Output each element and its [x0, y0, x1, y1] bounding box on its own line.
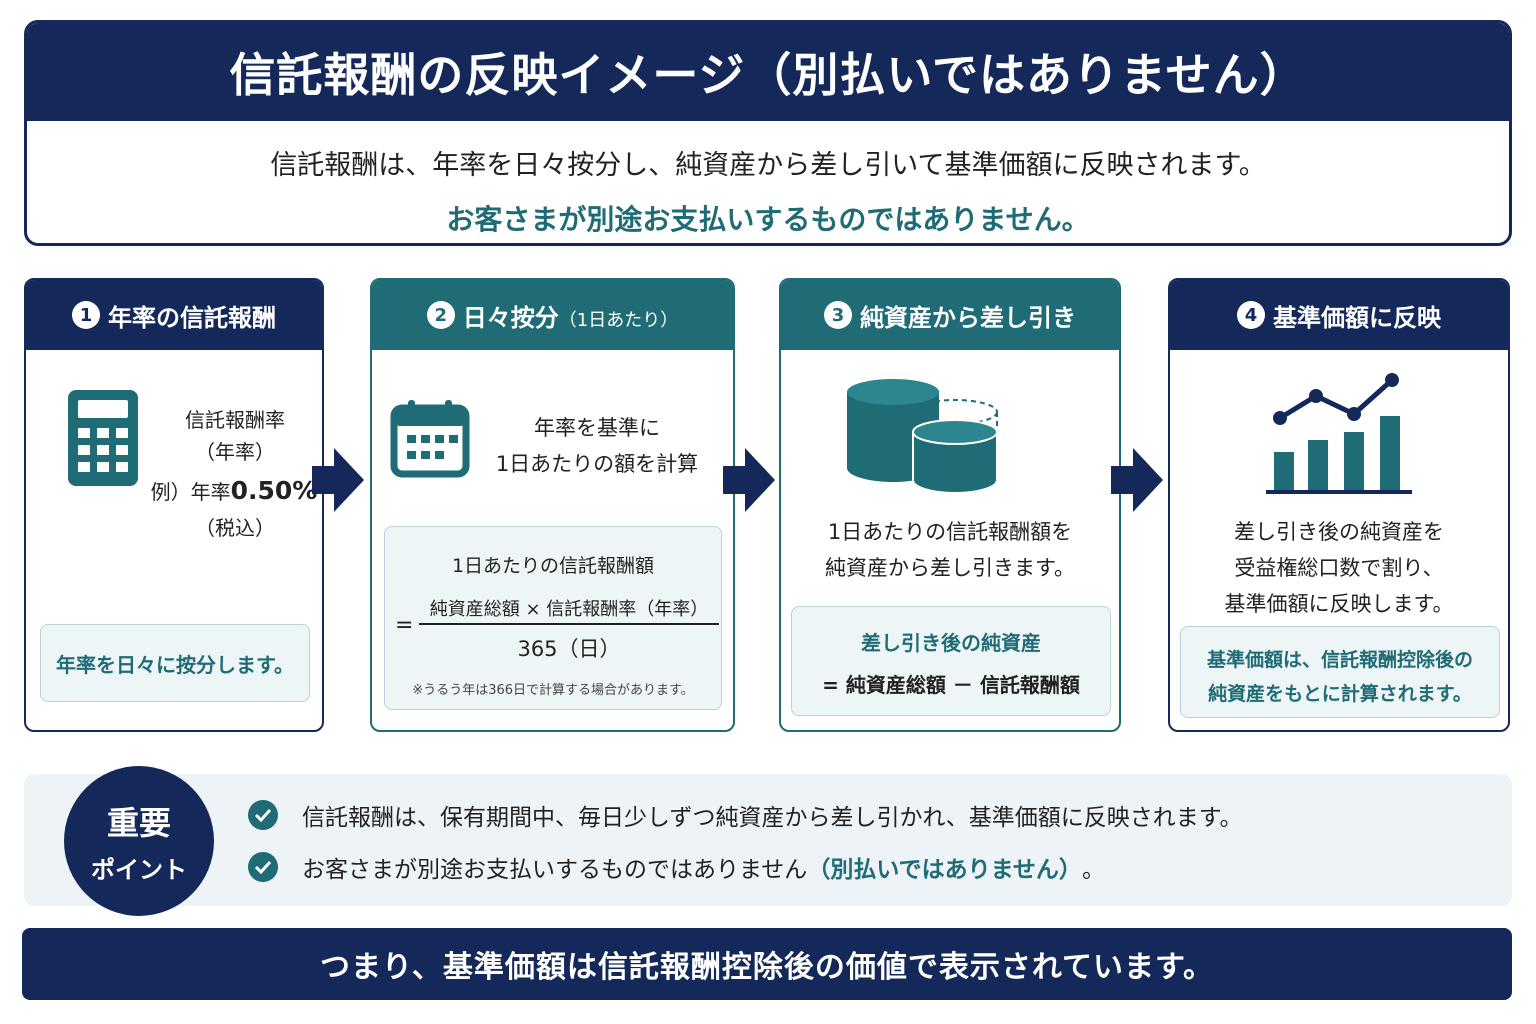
- calculator-icon: [68, 390, 138, 486]
- header-panel: 信託報酬の反映イメージ（別払いではありません） 信託報酬は、年率を日々按分し、純…: [24, 20, 1512, 246]
- key-points-panel: 重要 ポイント 信託報酬は、保有期間中、毎日少しずつ純資産から差し引かれ、基準価…: [24, 766, 1512, 916]
- rate-example-value: 0.50%: [230, 476, 318, 505]
- header-body: 信託報酬は、年率を日々按分し、純資産から差し引いて基準価額に反映されます。 お客…: [27, 121, 1509, 238]
- formula-fraction-line: [419, 623, 719, 625]
- formula-numerator: 純資産総額 × 信託報酬率（年率）: [429, 599, 709, 620]
- step-4-title: 基準価額に反映: [1273, 303, 1441, 332]
- formula-title: 1日あたりの信託報酬額: [451, 555, 655, 577]
- badge-text-2: ポイント: [91, 855, 187, 884]
- formula-denominator: 365（日）: [517, 637, 621, 661]
- formula-footnote: ※うるう年は366日で計算する場合があります。: [412, 683, 694, 698]
- step-2-number: 2: [426, 301, 455, 329]
- step-4-desc-1: 差し引き後の純資産を: [1234, 520, 1444, 544]
- step-2-header: 2 日々按分（1日あたり）: [372, 280, 733, 350]
- point-item-2-text: お客さまが別途お支払いするものではありません: [302, 857, 808, 883]
- step-2-desc-2: 1日あたりの額を計算: [495, 452, 699, 476]
- badge-text-1: 重要: [106, 803, 171, 842]
- step-3-desc-1: 1日あたりの信託報酬額を: [827, 520, 1073, 544]
- calendar-icon: [390, 400, 470, 478]
- rate-tax-note: （税込）: [195, 516, 275, 540]
- rate-example-prefix: 例）年率: [150, 480, 231, 504]
- check-icon: [248, 852, 278, 882]
- arrow-3-icon: [1111, 448, 1163, 512]
- step-1-note: 年率を日々に按分します。: [40, 624, 310, 702]
- step-3-box-title: 差し引き後の純資産: [861, 631, 1041, 655]
- step-4-header: 4 基準価額に反映: [1170, 280, 1508, 350]
- rate-label-annual: （年率）: [195, 440, 275, 464]
- step-2-title: 日々按分（1日あたり）: [463, 298, 678, 333]
- step-3-header: 3 純資産から差し引き: [781, 280, 1119, 350]
- step-4-note-2: 純資産をもとに計算されます。: [1208, 683, 1472, 705]
- point-item-2: お客さまが別途お支払いするものではありません（別払いではありません）。: [248, 850, 1105, 884]
- header-description: 信託報酬は、年率を日々按分し、純資産から差し引いて基準価額に反映されます。: [270, 150, 1266, 181]
- step-2-title-sub: （1日あたり）: [558, 309, 679, 331]
- arrow-2-icon: [723, 448, 775, 512]
- step-1-number: 1: [72, 301, 100, 329]
- point-item-2-end: 。: [1081, 857, 1105, 883]
- step-3-box: 差し引き後の純資産 = 純資産総額 － 信託報酬額: [791, 606, 1111, 716]
- step-3-card: 3 純資産から差し引き 1日あたりの信託報酬額を 純資産から差し引きます。 差し…: [779, 278, 1121, 732]
- key-points-badge: 重要 ポイント: [64, 766, 214, 916]
- step-1-title: 年率の信託報酬: [108, 303, 276, 332]
- step-3-number: 3: [824, 301, 852, 329]
- cylinders-icon: [847, 379, 998, 494]
- step-4-card: 4 基準価額に反映 差し引き後の純資産を 受益権総口数で割り、 基準価額に反映し…: [1168, 278, 1510, 732]
- step-4-number: 4: [1237, 301, 1265, 329]
- rate-example: 例）年率0.50%: [144, 476, 322, 505]
- step-2-title-main: 日々按分: [462, 303, 559, 332]
- header-emphasis: お客さまが別途お支払いするものではありません。: [446, 203, 1090, 236]
- point-item-1-text: 信託報酬は、保有期間中、毎日少しずつ純資産から差し引かれ、基準価額に反映されます…: [302, 805, 1243, 831]
- rate-label: 信託報酬率: [185, 408, 285, 432]
- step-1-card: 1 年率の信託報酬 信託報酬率 （年率） 例）年率0.50% （税込） 年率を日…: [24, 278, 324, 732]
- step-2-card: 2 日々按分（1日あたり） 年率を基準に 1日あたりの額を計算 1日あたりの信託…: [370, 278, 735, 732]
- step-4-note-1: 基準価額は、信託報酬控除後の: [1206, 649, 1473, 671]
- arrow-1-icon: [312, 448, 364, 512]
- step-4-desc-3: 基準価額に反映します。: [1224, 592, 1454, 616]
- step-3-title: 純資産から差し引き: [860, 303, 1076, 332]
- formula-equals: =: [395, 613, 414, 638]
- step-2-desc-1: 年率を基準に: [534, 416, 660, 440]
- check-icon: [248, 800, 278, 830]
- step-4-note: 基準価額は、信託報酬控除後の 純資産をもとに計算されます。: [1180, 626, 1500, 718]
- formula-box: 1日あたりの信託報酬額 = 純資産総額 × 信託報酬率（年率） 365（日） ※…: [384, 526, 722, 710]
- point-item-1: 信託報酬は、保有期間中、毎日少しずつ純資産から差し引かれ、基準価額に反映されます…: [248, 798, 1242, 832]
- step-1-header: 1 年率の信託報酬: [26, 280, 322, 350]
- page-title: 信託報酬の反映イメージ（別払いではありません）: [27, 23, 1509, 121]
- step-4-desc-2: 受益権総口数で割り、: [1234, 556, 1444, 580]
- step-3-box-formula: = 純資産総額 － 信託報酬額: [822, 673, 1080, 697]
- step-3-desc-2: 純資産から差し引きます。: [825, 556, 1075, 580]
- point-item-2-highlight: （別払いではありません）: [807, 857, 1082, 883]
- chart-icon: [1266, 373, 1412, 494]
- footer-banner: つまり、基準価額は信託報酬控除後の価値で表示されています。: [22, 928, 1512, 1000]
